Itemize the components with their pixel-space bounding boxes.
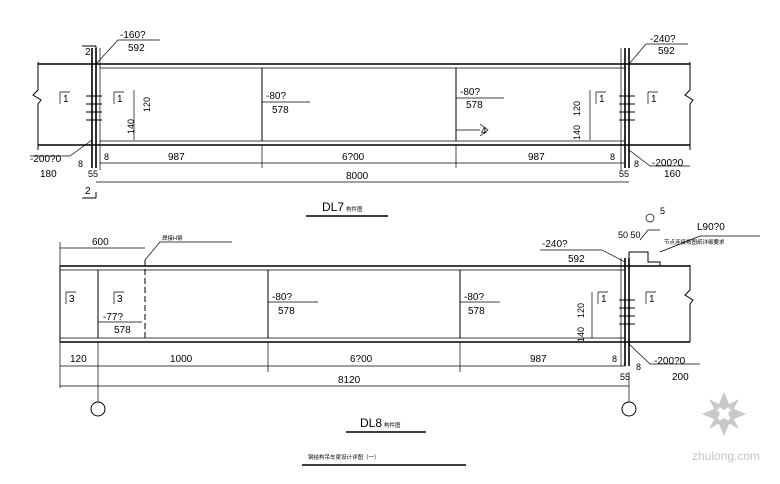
dl7-small-8b-right: 8: [634, 159, 639, 169]
dl8-dim-1000: 1000: [170, 354, 193, 365]
dl8-section-label-1b: 1: [649, 294, 655, 305]
sheet-title: 钢结构吊车梁设计详图（一）: [308, 453, 380, 461]
dl8-support-right: [621, 401, 637, 417]
dl8-weld-5: 5: [660, 206, 665, 216]
watermark-logo: [702, 392, 746, 436]
dl7-section-label-1d: 1: [651, 94, 657, 105]
dl8-elevation: 3 3 1 1 600 焊接H钢 -240? 592 50 50 5 L90?0…: [59, 206, 760, 433]
dl7-break-left: [32, 62, 42, 150]
dl8-dim-55: 55: [620, 372, 630, 382]
dl8-stiffener-left-len: 578: [114, 325, 131, 336]
dl7-weld-4: 4: [481, 126, 487, 137]
dl8-dim-987: 987: [530, 354, 547, 365]
dl7-section-label-1b: 1: [117, 94, 123, 105]
dl8-break-right: [684, 265, 694, 342]
dl7-top-left-plate: -160?: [120, 30, 146, 41]
dl7-small-8-left: 8: [78, 159, 83, 169]
watermark-text: zhulong.com: [692, 449, 760, 463]
dl7-break-right: [684, 62, 694, 150]
dl7-small-8b-left: 8: [104, 152, 109, 162]
dl7-dim-8000: 8000: [346, 171, 369, 182]
dl7-dim-55-right: 55: [619, 169, 629, 179]
dl7-section-2-top: 2: [85, 47, 91, 58]
dl8-dim-5050: 50 50: [618, 230, 641, 240]
dl8-small-8b: 8: [636, 362, 641, 372]
dl7-stiffener-2-label: -80?: [460, 87, 480, 98]
dl7-stiffener-2-len: 578: [466, 100, 483, 111]
dl8-stiffener-2-len: 578: [468, 306, 485, 317]
dl8-stiffener-1-label: -80?: [272, 292, 292, 303]
dl7-dim-6000: 6?00: [342, 152, 365, 163]
dl7-stiffener-1-len: 578: [272, 105, 289, 116]
dl8-section-label-3a: 3: [69, 294, 75, 305]
dl7-dim-987-left: 987: [168, 152, 185, 163]
dl7-section-label-1: 1: [63, 94, 69, 105]
dl7-top-left-len: 592: [128, 43, 145, 54]
dl7-bolts-right: [619, 95, 635, 121]
dl7-dim-120-right: 120: [572, 101, 582, 116]
dl8-dim-120-left: 120: [70, 354, 87, 365]
dl7-dim-140-left: 140: [126, 119, 136, 134]
dl8-section-label-1a: 1: [601, 294, 607, 305]
dl7-dim-120-left: 120: [142, 97, 152, 112]
dl7-section-2-bottom: 2: [85, 186, 91, 197]
dl7-top-right-plate: -240?: [650, 34, 676, 45]
dl8-dim-8120: 8120: [338, 375, 361, 386]
dl7-dim-140-right: 140: [572, 125, 582, 140]
dl7-right-plate-label: -200?0: [652, 158, 684, 169]
dl8-support-left: [90, 401, 106, 417]
dl8-stiffener-left-label: -77?: [103, 312, 123, 323]
dl8-bolts-right: [619, 299, 635, 325]
dl7-stiffener-1-label: -80?: [266, 91, 286, 102]
dl8-top-right-len: 592: [568, 254, 585, 265]
dl7-dim-55-left: 55: [88, 169, 98, 179]
dl8-stiffener-2-label: -80?: [464, 292, 484, 303]
dl8-dim-600: 600: [92, 237, 109, 248]
dl8-dim-120: 120: [576, 303, 586, 318]
dl7-elevation: 1 1 1 1 2 2 -160? 592 -240? 592 -80? 578…: [30, 30, 694, 217]
dl7-dim-180: 180: [40, 169, 57, 180]
dl7-dim-987-right: 987: [528, 152, 545, 163]
dl7-bolts-left: [86, 95, 102, 121]
dl8-section-label-3b: 3: [117, 294, 123, 305]
dl7-top-right-len: 592: [658, 46, 675, 57]
dl8-dim-140: 140: [576, 327, 586, 342]
dl8-stiffener-1-len: 578: [278, 306, 295, 317]
dl7-left-plate-label: -200?0: [30, 154, 62, 165]
dl8-note-right-2: 节点连接按图纸详细要求: [664, 238, 725, 246]
dl8-dim-6000: 6?00: [350, 354, 373, 365]
dl8-top-right-plate: -240?: [542, 239, 568, 250]
dl8-note-right: L90?0: [697, 222, 725, 233]
dl8-right-plate-label: -200?0: [654, 356, 686, 367]
dl8-small-8: 8: [612, 354, 617, 364]
dl7-dim-160: 160: [664, 169, 681, 180]
dl7-section-label-1c: 1: [599, 94, 605, 105]
dl8-note-top: 焊接H钢: [162, 234, 183, 242]
dl8-dim-200: 200: [672, 372, 689, 383]
dl7-small-8-right: 8: [610, 152, 615, 162]
